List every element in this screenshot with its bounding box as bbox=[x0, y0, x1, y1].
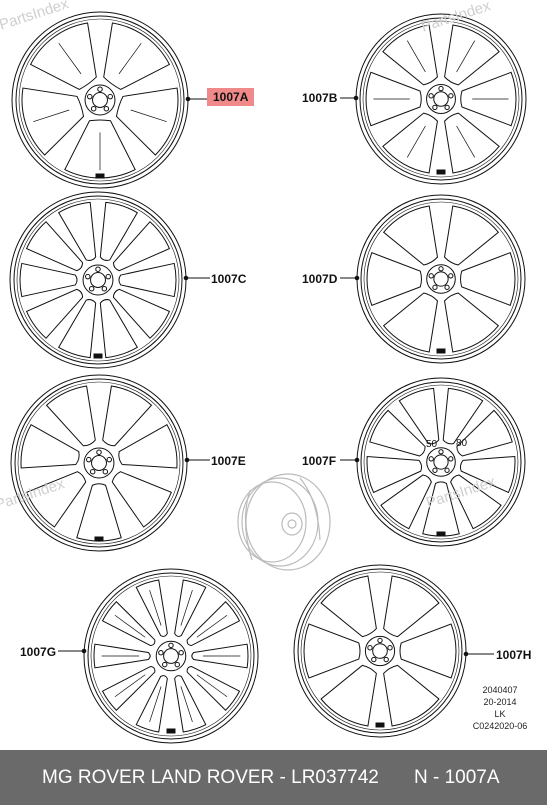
leader-1007a-dot bbox=[185, 96, 191, 102]
footer-part-number: MG ROVER LAND ROVER - LR037742 bbox=[42, 766, 379, 788]
reference-line: C0242020-06 bbox=[472, 721, 528, 731]
leader-1007e-dot bbox=[184, 457, 190, 463]
footer-item-number: N - 1007A bbox=[414, 766, 500, 788]
leader-1007b-dot bbox=[353, 95, 359, 101]
callout-1007b[interactable]: 1007B bbox=[302, 91, 338, 105]
leader-1007f-dot bbox=[354, 457, 360, 463]
wheel-1007h bbox=[293, 564, 467, 738]
leader-1007g-dot bbox=[81, 648, 87, 654]
leader-1007d-dot bbox=[354, 275, 360, 281]
leader-1007h-dot bbox=[463, 651, 469, 657]
callout-1007a[interactable]: 1007A bbox=[207, 88, 255, 106]
wheel-1007d bbox=[356, 194, 526, 364]
callout-1007d[interactable]: 1007D bbox=[302, 272, 338, 286]
reference-line: 20-2014 bbox=[483, 697, 517, 707]
spare-wheel bbox=[237, 473, 331, 571]
wheel-1007a bbox=[11, 11, 189, 189]
wheel-1007c bbox=[9, 191, 187, 369]
reference-block: 2040407 20-2014 LK C0242020-06 bbox=[460, 684, 540, 732]
wheel-1007g bbox=[83, 568, 259, 744]
callout-1007e[interactable]: 1007E bbox=[211, 454, 246, 468]
wheel-f-mark-2: 80 bbox=[456, 438, 468, 449]
callout-1007h[interactable]: 1007H bbox=[496, 648, 532, 662]
callout-1007c[interactable]: 1007C bbox=[211, 272, 247, 286]
leader-1007c-dot bbox=[183, 275, 189, 281]
reference-line: 2040407 bbox=[482, 685, 518, 695]
callout-1007g[interactable]: 1007G bbox=[20, 645, 57, 659]
callout-1007f[interactable]: 1007F bbox=[302, 454, 337, 468]
footer-bar: MG ROVER LAND ROVER - LR037742 N - 1007A bbox=[0, 750, 547, 805]
reference-line: LK bbox=[494, 709, 506, 719]
wheel-1007f bbox=[356, 377, 526, 547]
parts-diagram: 50 80 PartsIndex PartsIndex PartsIndex P… bbox=[0, 0, 540, 744]
wheel-f-mark-1: 50 bbox=[426, 439, 438, 450]
wheel-1007b bbox=[355, 13, 527, 185]
wheel-1007e bbox=[10, 374, 188, 552]
wheel-illustrations: 50 80 bbox=[9, 11, 527, 744]
